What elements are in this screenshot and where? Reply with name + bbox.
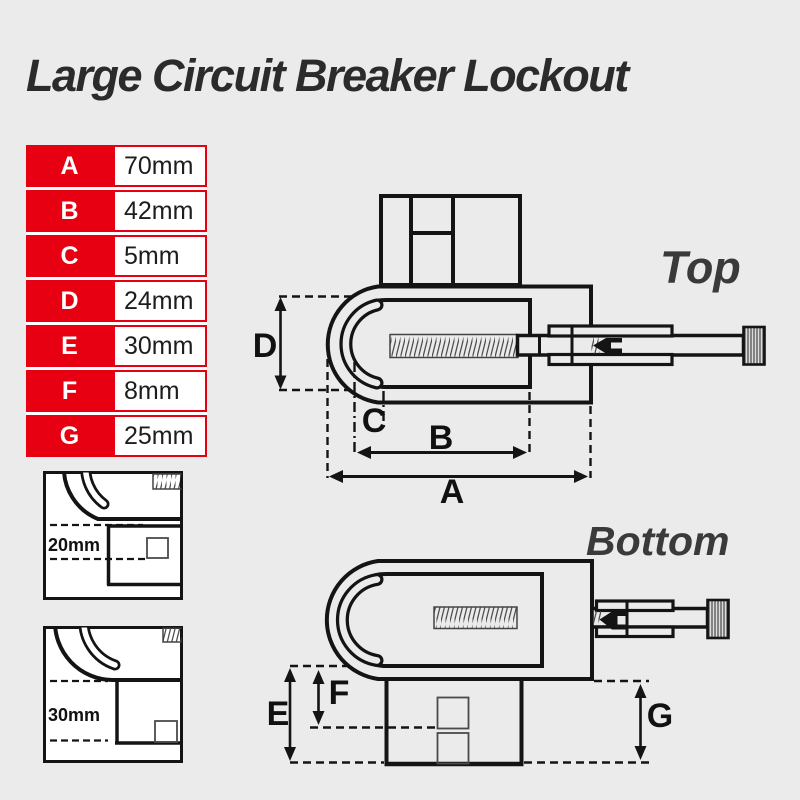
page-title: Large Circuit Breaker Lockout <box>26 50 629 101</box>
thumb-screw-head <box>742 325 766 366</box>
dim-efg-references <box>290 679 649 764</box>
clamp-jaw <box>339 298 384 390</box>
threaded-rod <box>389 333 519 359</box>
bottom-view-label: Bottom <box>586 518 730 564</box>
table-row: F 8mm <box>26 370 207 412</box>
dim-key-cell: E <box>26 325 113 367</box>
table-row: G 25mm <box>26 415 207 457</box>
top-view-drawing <box>274 194 766 483</box>
dim-label-d: D <box>252 327 278 365</box>
gap-dashes <box>50 679 108 742</box>
dim-label-b: B <box>428 419 454 457</box>
dim-key-cell: C <box>26 235 113 277</box>
screw-mechanism <box>515 324 766 367</box>
table-row: C 5mm <box>26 235 207 277</box>
table-row: B 42mm <box>26 190 207 232</box>
dim-key-cell: G <box>26 415 113 457</box>
dim-key-cell: B <box>26 190 113 232</box>
mounting-block <box>384 679 524 767</box>
table-row: A 70mm <box>26 145 207 187</box>
table-row: D 24mm <box>26 280 207 322</box>
inset-30mm-graphic <box>43 626 183 763</box>
pawl <box>599 611 628 630</box>
dim-a-arrow <box>329 470 588 483</box>
dim-d-arrow <box>274 297 287 390</box>
dim-value-cell: 5mm <box>113 235 207 277</box>
dim-b-arrow <box>357 446 527 459</box>
inset-20mm-label: 20mm <box>48 535 101 555</box>
threaded-rod <box>162 627 182 643</box>
dim-value-cell: 42mm <box>113 190 207 232</box>
dim-value-cell: 24mm <box>113 280 207 322</box>
bottom-view-drawing <box>284 559 730 767</box>
dim-value-cell: 70mm <box>113 145 207 187</box>
dim-label-a: A <box>439 473 465 511</box>
dim-f-arrow <box>312 670 325 725</box>
breaker-block <box>379 194 522 287</box>
dim-value-cell: 25mm <box>113 415 207 457</box>
inset-30mm-label: 30mm <box>48 705 101 725</box>
table-row: E 30mm <box>26 325 207 367</box>
dim-label-g: G <box>646 697 674 735</box>
dim-label-f: F <box>328 674 350 712</box>
construction-lines <box>326 359 592 478</box>
threaded-rod <box>433 606 518 630</box>
dimension-spec-table: A 70mm B 42mm C 5mm D 24mm E 30mm F 8mm … <box>26 145 207 457</box>
body-arc <box>62 472 182 521</box>
thumb-screw-head <box>706 598 730 640</box>
dim-g-arrow <box>634 684 647 760</box>
dim-value-cell: 30mm <box>113 325 207 367</box>
dim-key-cell: F <box>26 370 113 412</box>
dim-e-arrow <box>284 668 296 761</box>
body-arc <box>53 627 182 682</box>
dim-value-cell: 8mm <box>113 370 207 412</box>
threaded-rod <box>152 473 182 490</box>
dim-key-cell: D <box>26 280 113 322</box>
inset-20mm-graphic <box>43 471 183 600</box>
top-view-label: Top <box>660 242 741 293</box>
dim-key-cell: A <box>26 145 113 187</box>
gap-dashes <box>50 523 147 561</box>
pawl <box>593 338 622 354</box>
dim-label-c: C <box>361 402 387 440</box>
block-edges <box>115 680 182 745</box>
dim-label-e: E <box>266 695 290 733</box>
clamp-jaw <box>335 573 384 667</box>
screw-mechanism <box>590 598 730 640</box>
